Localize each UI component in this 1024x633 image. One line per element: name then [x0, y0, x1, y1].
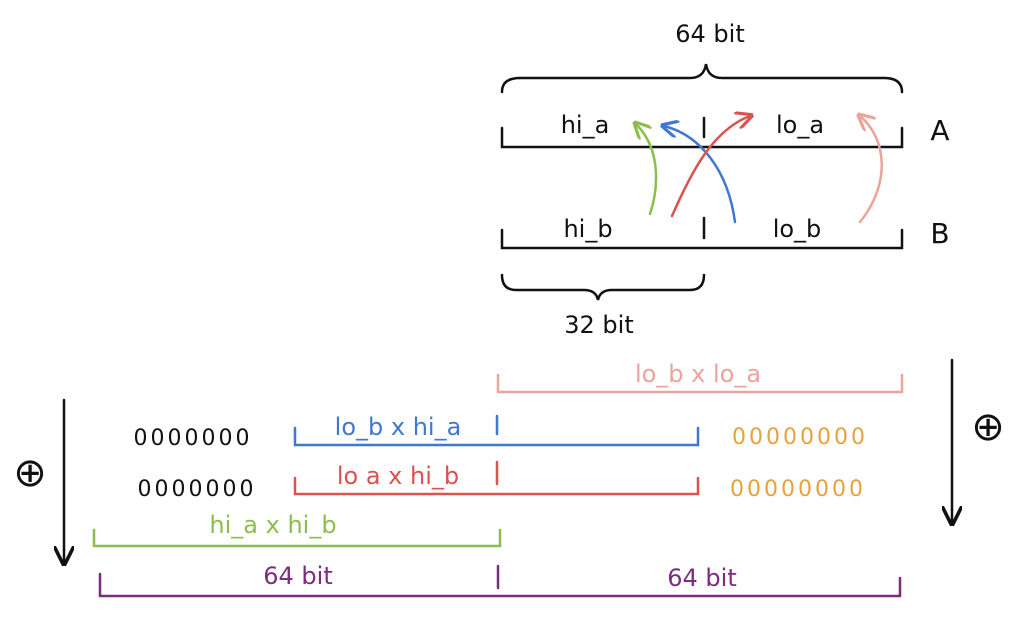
top-width-label: 64 bit	[675, 20, 744, 48]
zeros-right-row1: 00000000	[732, 425, 868, 450]
lo-b-label: lo_b	[773, 215, 822, 243]
bracket-lob-hia	[293, 414, 700, 447]
result-right-label: 64 bit	[667, 564, 736, 592]
bracket-hia-hib	[92, 528, 502, 548]
xor-symbol-right: ⊕	[971, 404, 1005, 450]
half-width-label: 32 bit	[564, 311, 633, 339]
bracket-result	[98, 564, 902, 598]
register-b-line	[500, 216, 904, 250]
arrow-lob-to-hia-blue	[664, 126, 737, 224]
product-hia-hib-label: hi_a x hi_b	[209, 511, 336, 539]
product-lob-loa-label: lo_b x lo_a	[635, 360, 761, 388]
xor-symbol-left: ⊕	[13, 450, 47, 496]
half-32bit-brace	[500, 273, 706, 301]
lo-a-label: lo_a	[776, 111, 824, 139]
top-64bit-brace	[500, 63, 904, 94]
zeros-left-row1: 0000000	[134, 426, 253, 451]
zeros-right-row2: 00000000	[730, 477, 866, 502]
product-loa-hib-label: lo a x hi_b	[337, 462, 459, 490]
register-a-name: A	[930, 114, 949, 147]
bracket-lob-loa	[496, 373, 904, 394]
arrow-hib-to-loa-red	[670, 116, 750, 218]
hi-a-label: hi_a	[561, 111, 610, 139]
hi-b-label: hi_b	[563, 215, 612, 243]
bracket-loa-hib	[293, 460, 700, 496]
arrow-lob-to-loa-pink	[860, 116, 883, 224]
result-left-label: 64 bit	[263, 562, 332, 590]
register-b-name: B	[930, 217, 949, 250]
zeros-left-row2: 0000000	[138, 477, 257, 502]
product-lob-hia-label: lo_b x hi_a	[335, 413, 462, 441]
arrow-hib-to-hia-green	[636, 124, 658, 216]
